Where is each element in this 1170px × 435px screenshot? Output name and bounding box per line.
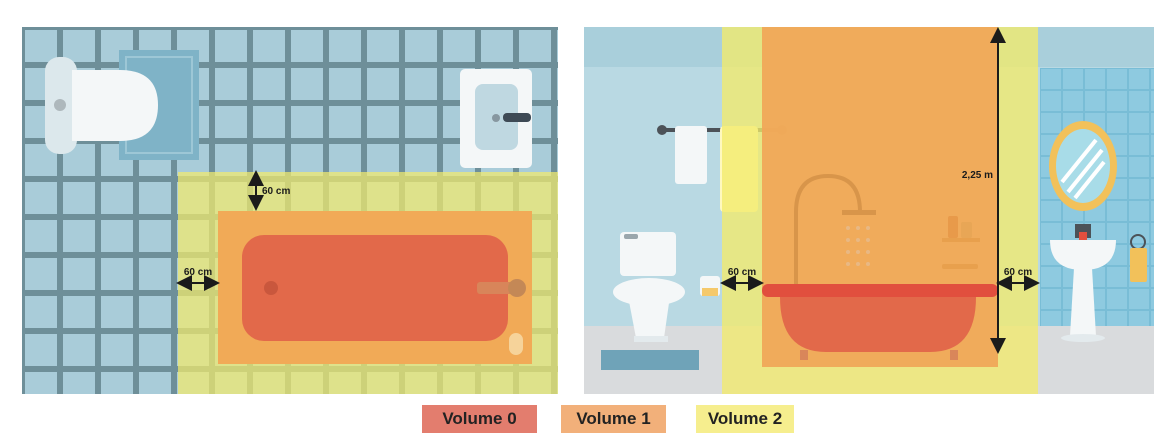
legend-volume-0: Volume 0 bbox=[422, 405, 537, 433]
mirror bbox=[1049, 121, 1117, 211]
elevation-measure-right-label: 60 cm bbox=[1004, 267, 1032, 278]
plan-volume-0-bathtub bbox=[242, 235, 508, 341]
legend-volume-2-label: Volume 2 bbox=[707, 409, 783, 428]
legend-volume-2: Volume 2 bbox=[696, 405, 794, 433]
toilet-side-view bbox=[613, 232, 685, 342]
plan-view: 60 cm 60 cm bbox=[22, 27, 558, 394]
shower bbox=[794, 173, 876, 285]
plan-measure-left-label: 60 cm bbox=[184, 267, 212, 278]
plan-bathtub-faucet bbox=[477, 282, 517, 294]
pedestal-sink bbox=[1050, 224, 1116, 342]
plan-bathtub-overflow bbox=[509, 333, 523, 355]
shelf-with-bottles bbox=[942, 216, 980, 269]
elevation-bathtub-volume-0 bbox=[762, 284, 998, 360]
sink-top-view bbox=[460, 69, 532, 168]
legend-volume-1: Volume 1 bbox=[561, 405, 666, 433]
plan-measure-top-label: 60 cm bbox=[262, 186, 290, 197]
elevation-bath-mat bbox=[601, 350, 699, 370]
legend-volume-0-label: Volume 0 bbox=[442, 409, 517, 428]
toilet-top-view bbox=[45, 57, 158, 154]
elevation-measure-height-label: 2,25 m bbox=[962, 170, 993, 181]
plan-bathtub-drain bbox=[264, 281, 278, 295]
elevation-view: 2,25 m 60 cm 60 cm bbox=[584, 27, 1154, 394]
legend-volume-1-label: Volume 1 bbox=[576, 409, 651, 428]
elevation-measure-left-label: 60 cm bbox=[728, 267, 756, 278]
toilet-paper-holder bbox=[700, 276, 720, 296]
hand-towel bbox=[1130, 234, 1147, 282]
